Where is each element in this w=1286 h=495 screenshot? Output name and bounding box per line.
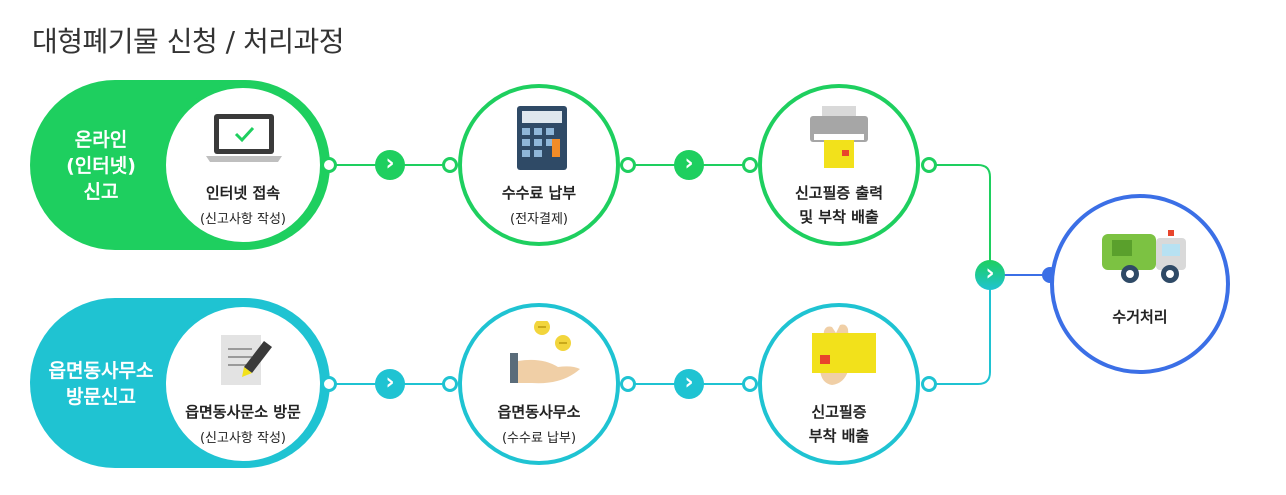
step-collection: 수거처리 xyxy=(1050,194,1230,374)
step-subtitle: (수수료 납부) xyxy=(501,431,577,446)
step-title: 읍면동사무소 xyxy=(497,403,581,421)
hand-card-icon xyxy=(812,324,876,385)
chevron-right-icon: › xyxy=(674,150,704,180)
connector-dot xyxy=(620,157,636,173)
step-title: 신고필증 xyxy=(811,403,867,421)
step-title-line2: 부착 배출 xyxy=(808,427,870,445)
step-title: 인터넷 접속 xyxy=(205,184,281,202)
chevron-right-icon: › xyxy=(975,260,1005,290)
printer-icon xyxy=(810,106,868,168)
laptop-check-icon xyxy=(206,114,282,162)
connector-dot xyxy=(921,157,937,173)
document-pen-icon xyxy=(221,335,272,385)
step-title: 신고필증 출력 xyxy=(794,184,884,202)
chevron-right-icon: › xyxy=(375,150,405,180)
connector-dot xyxy=(321,376,337,392)
connector-dot xyxy=(321,157,337,173)
step-subtitle: (전자결제) xyxy=(510,212,568,227)
step-office-fee: 읍면동사무소 (수수료 납부) xyxy=(458,303,620,465)
step-title: 수거처리 xyxy=(1112,308,1168,326)
visit-label: 읍면동사무소 방문신고 xyxy=(48,360,154,408)
online-label: 온라인 (인터넷) 신고 xyxy=(66,129,136,203)
chevron-right-icon: › xyxy=(375,369,405,399)
step-subtitle: (신고사항 작성) xyxy=(199,212,287,227)
step-title-line2: 및 부착 배출 xyxy=(799,208,879,226)
connector-dot xyxy=(620,376,636,392)
step-attach-certificate: 신고필증 부착 배출 xyxy=(758,303,920,465)
connector-dot xyxy=(921,376,937,392)
chevron-right-icon: › xyxy=(674,369,704,399)
step-fee-payment: 수수료 납부 (전자결제) xyxy=(458,84,620,246)
step-subtitle: (신고사항 작성) xyxy=(199,431,287,446)
step-internet-access: 인터넷 접속 (신고사항 작성) xyxy=(162,84,324,246)
calculator-icon xyxy=(517,106,567,170)
step-print-certificate: 신고필증 출력 및 부착 배출 xyxy=(758,84,920,246)
hand-coins-icon xyxy=(510,321,580,384)
page-title: 대형폐기물 신청 / 처리과정 xyxy=(32,25,345,58)
connector-dot xyxy=(442,376,458,392)
connector-dot xyxy=(742,157,758,173)
step-office-visit: 읍면동사문소 방문 (신고사항 작성) xyxy=(162,303,324,465)
step-title: 수수료 납부 xyxy=(501,184,577,202)
connector-dot xyxy=(742,376,758,392)
garbage-truck-icon xyxy=(1102,230,1186,283)
connector-dot xyxy=(442,157,458,173)
step-title: 읍면동사문소 방문 xyxy=(185,403,301,421)
